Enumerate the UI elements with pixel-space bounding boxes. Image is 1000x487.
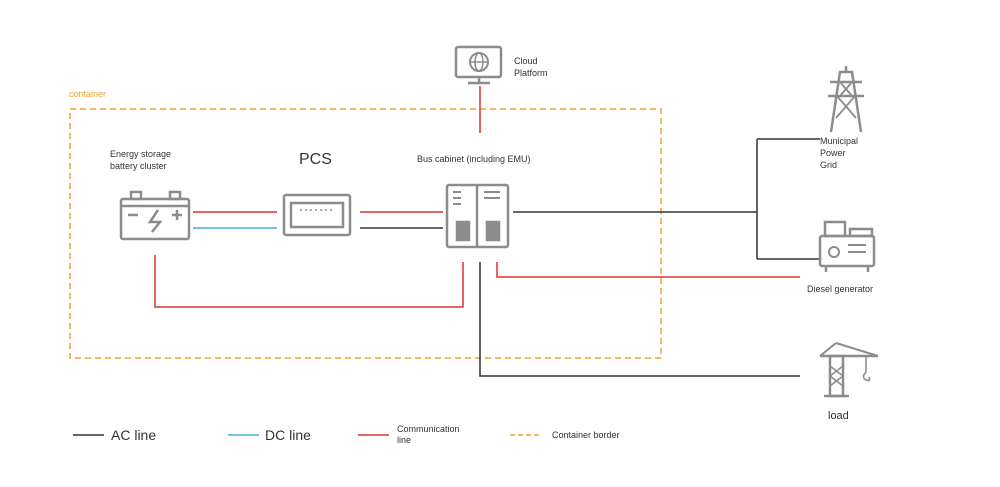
ac-line-bus-load bbox=[479, 262, 800, 377]
comm-line-bus-generator bbox=[496, 262, 800, 278]
diesel-generator-icon bbox=[818, 220, 876, 272]
pcs-label: PCS bbox=[299, 151, 332, 168]
power-tower-icon bbox=[828, 66, 864, 133]
comm-line-battery-bus bbox=[154, 255, 464, 308]
cloud-platform-label: Cloud Platform bbox=[514, 56, 548, 78]
pcs-icon bbox=[282, 193, 352, 237]
legend-comm-label: Communication line bbox=[397, 424, 460, 445]
crane-icon bbox=[819, 342, 879, 398]
battery-label: Energy storage battery cluster bbox=[110, 149, 172, 171]
legend-dc-label: DC line bbox=[265, 427, 311, 443]
container-border bbox=[69, 108, 662, 359]
grid-label: Municipal Power Grid bbox=[820, 136, 859, 170]
legend-border-label: Container border bbox=[552, 430, 620, 440]
legend-ac-label: AC line bbox=[111, 427, 157, 443]
generator-label: Diesel generator bbox=[807, 284, 874, 294]
cloud-monitor-icon bbox=[454, 45, 503, 85]
battery-icon bbox=[119, 190, 191, 241]
bus-cabinet-label: Bus cabinet (including EMU) bbox=[417, 154, 531, 164]
load-label: load bbox=[828, 410, 849, 422]
container-label: container bbox=[69, 89, 107, 99]
bus-cabinet-icon bbox=[445, 183, 510, 249]
